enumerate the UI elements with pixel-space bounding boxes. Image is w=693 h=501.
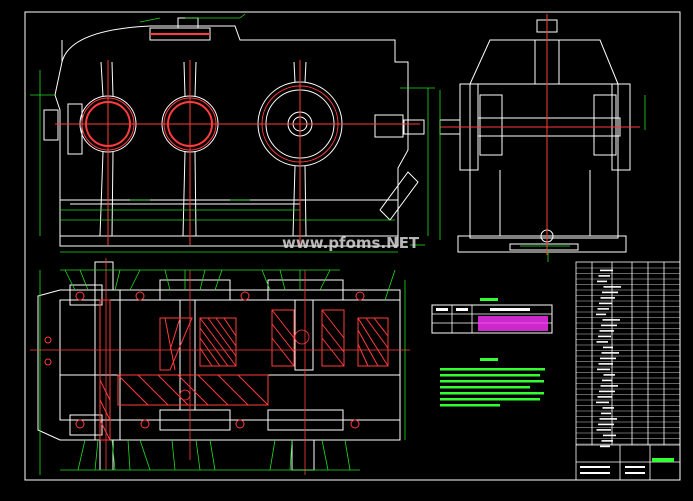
spec-table <box>431 298 553 334</box>
parts-list-entry <box>601 324 617 327</box>
side-view-red <box>440 14 640 255</box>
parts-list-entry <box>603 286 621 288</box>
parts-list <box>575 261 681 481</box>
plan-view-bolts <box>44 291 365 429</box>
parts-list-entry <box>598 363 613 365</box>
plan-view-leaders <box>39 269 406 475</box>
parts-list-entry <box>602 379 612 382</box>
parts-list-entry <box>600 445 610 448</box>
parts-list-entry <box>596 341 608 343</box>
parts-list-entry <box>598 275 610 277</box>
parts-list-entry <box>598 335 611 338</box>
parts-list-entry <box>597 368 610 371</box>
parts-list-entry <box>596 429 611 431</box>
parts-list-entry <box>603 346 613 349</box>
tech-notes <box>440 358 545 407</box>
parts-list-entry <box>599 390 615 393</box>
title-block <box>580 458 674 474</box>
parts-list-entry <box>602 319 620 321</box>
parts-list-entry <box>596 401 609 404</box>
parts-list-entry <box>603 434 616 437</box>
parts-list-entry <box>598 423 614 426</box>
parts-list-entry <box>601 352 619 354</box>
parts-list-entry <box>599 330 614 332</box>
parts-list-entry <box>600 269 613 272</box>
parts-list-entry <box>602 291 618 294</box>
front-view <box>43 17 425 247</box>
parts-list-entry <box>597 280 607 283</box>
watermark: www.pfoms.NET <box>282 234 420 252</box>
parts-list-entry <box>603 374 615 376</box>
parts-list-entry <box>596 313 606 316</box>
parts-list-rows <box>576 267 680 448</box>
front-view-dims <box>30 13 435 253</box>
parts-list-entry <box>601 440 613 442</box>
parts-list-entry <box>597 396 612 398</box>
parts-list-entry <box>601 412 611 415</box>
plan-view-hatch <box>99 299 389 441</box>
parts-list-entry <box>599 418 617 420</box>
parts-list-entry <box>600 385 618 387</box>
side-view <box>439 19 631 253</box>
parts-list-entry <box>600 357 616 360</box>
front-view-red <box>55 33 420 245</box>
parts-list-entry <box>599 302 612 305</box>
parts-list-entry <box>600 297 615 299</box>
sheet-border <box>24 11 681 481</box>
side-view-dims <box>439 90 646 262</box>
parts-list-entry <box>597 308 609 310</box>
parts-list-entry <box>602 407 614 409</box>
plan-view-centerlines <box>30 258 410 475</box>
